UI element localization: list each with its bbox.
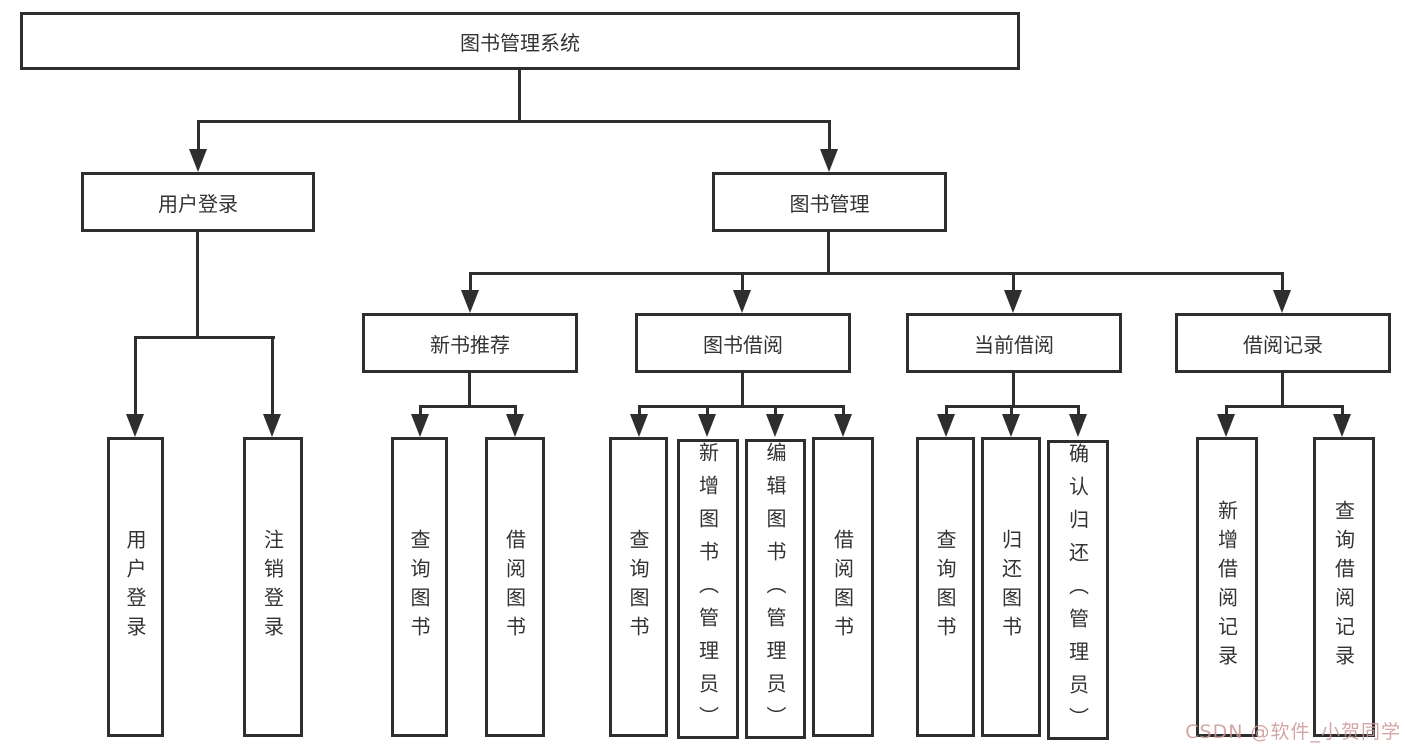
connector-line [706,405,709,417]
connector-line [419,405,422,417]
connector-line [271,336,274,416]
connector-line [1012,272,1015,294]
leaf-add-books-admin: 新增图书（管理员） [677,439,739,739]
connector-line [196,232,199,336]
leaf-confirm-return-admin: 确认归还（管理员） [1047,440,1109,740]
leaf-query-books-current: 查询图书 [916,437,975,737]
connector-line [741,373,744,405]
arrow-down-icon [733,290,751,313]
arrow-down-icon [1273,290,1291,313]
arrow-down-icon [411,414,429,437]
arrow-down-icon [506,414,524,437]
connector-line [514,405,517,417]
connector-line [1281,272,1284,294]
connector-line [469,272,1284,275]
connector-line [741,272,744,294]
connector-line [638,405,641,417]
connector-line [419,405,517,408]
csdn-watermark: CSDN @软件_小贺同学 [1185,721,1401,743]
node-book-borrowing: 图书借阅 [635,313,851,373]
connector-line [197,120,200,152]
node-borrowing-records: 借阅记录 [1175,313,1391,373]
connector-line [518,70,521,120]
connector-line [134,336,137,416]
leaf-borrow-books: 借阅图书 [812,437,874,737]
arrow-down-icon [820,149,838,172]
leaf-borrow-books-recommend: 借阅图书 [485,437,545,737]
node-book-management: 图书管理 [712,172,947,232]
leaf-add-borrow-record: 新增借阅记录 [1196,437,1258,737]
arrow-down-icon [1002,414,1020,437]
leaf-user-login: 用户登录 [107,437,164,737]
connector-line [945,405,948,417]
node-current-borrowing: 当前借阅 [906,313,1122,373]
leaf-query-books-recommend: 查询图书 [391,437,448,737]
node-new-book-recommendation: 新书推荐 [362,313,578,373]
arrow-down-icon [263,414,281,437]
arrow-down-icon [630,414,648,437]
arrow-down-icon [834,414,852,437]
connector-line [1341,405,1344,417]
connector-line [638,405,845,408]
connector-line [1281,373,1284,405]
connector-line [842,405,845,417]
connector-line [1077,405,1080,417]
leaf-query-books-borrowing: 查询图书 [609,437,668,737]
leaf-query-borrow-record: 查询借阅记录 [1313,437,1375,737]
leaf-edit-books-admin: 编辑图书（管理员） [745,439,806,739]
arrow-down-icon [1069,414,1087,437]
connector-line [469,272,472,294]
arrow-down-icon [937,414,955,437]
connector-line [468,373,471,405]
arrow-down-icon [461,290,479,313]
node-library-management-system: 图书管理系统 [20,12,1020,70]
connector-line [774,405,777,417]
connector-line [827,232,830,272]
arrow-down-icon [126,414,144,437]
connector-line [1012,373,1015,405]
arrow-down-icon [1333,414,1351,437]
connector-line [1225,405,1228,417]
arrow-down-icon [1004,290,1022,313]
connector-line [197,120,831,123]
arrow-down-icon [698,414,716,437]
connector-line [1225,405,1344,408]
connector-line [1010,405,1013,417]
connector-line [828,120,831,152]
node-user-login: 用户登录 [81,172,315,232]
leaf-logout: 注销登录 [243,437,303,737]
arrow-down-icon [766,414,784,437]
connector-line [134,336,275,339]
arrow-down-icon [189,149,207,172]
leaf-return-books: 归还图书 [981,437,1041,737]
arrow-down-icon [1217,414,1235,437]
